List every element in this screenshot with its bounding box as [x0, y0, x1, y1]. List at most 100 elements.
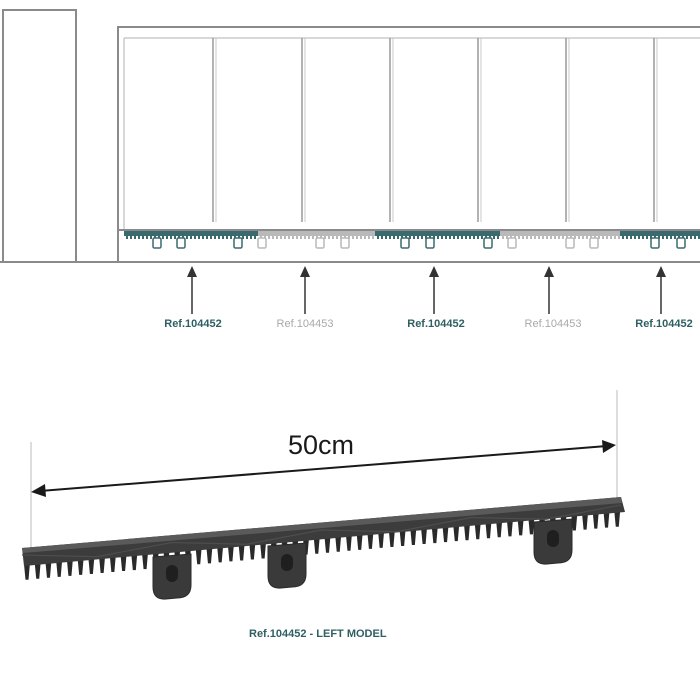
gate-rack-strip: [124, 231, 700, 249]
rack-tooth: [610, 236, 612, 239]
rack-tooth: [592, 512, 599, 529]
rack-tooth: [300, 236, 302, 239]
strip-mount-tab: [176, 237, 186, 249]
rack-tooth: [335, 535, 342, 552]
dimension-arrowhead-right: [602, 440, 616, 453]
dimension-label: 50cm: [288, 430, 355, 460]
rack-tooth: [352, 236, 354, 239]
rack-tooth: [249, 543, 256, 560]
mounting-tab-slot: [166, 565, 178, 582]
ref-label: Ref.104453: [276, 318, 334, 330]
ref-arrowhead: [300, 266, 310, 277]
rack-tooth: [130, 236, 132, 239]
rack-tooth: [389, 236, 391, 239]
rack-tooth: [461, 236, 463, 239]
rack-tooth: [340, 236, 342, 239]
rack-tooth: [146, 236, 148, 239]
rack-tooth: [497, 236, 499, 239]
rack-tooth: [550, 236, 552, 239]
rack-tooth: [227, 545, 234, 562]
strip-mount-tab: [425, 237, 435, 249]
rack-tooth: [150, 236, 152, 239]
rack-tooth: [421, 236, 423, 239]
rack-tooth: [530, 236, 532, 239]
strip-mount-tab: [257, 237, 267, 249]
rack-tooth: [364, 236, 366, 239]
rack-tooth: [421, 527, 427, 545]
rack-tooth: [582, 513, 588, 530]
rack-tooth: [238, 544, 245, 561]
rack-tooth: [313, 537, 320, 554]
rack-tooth: [445, 236, 447, 239]
sliding-gate-frame: [117, 26, 700, 262]
rack-tooth: [381, 236, 383, 239]
strip-mount-tab: [650, 237, 660, 249]
rack-tooth: [457, 236, 459, 239]
rack-tooth: [698, 236, 700, 239]
rack-tooth: [24, 563, 30, 580]
rack-tooth: [324, 236, 326, 239]
rack-tooth: [646, 236, 648, 239]
rack-tooth: [574, 236, 576, 239]
rack-tooth: [410, 528, 417, 546]
rack-tooth: [308, 236, 310, 239]
strip-mount-tab: [507, 237, 517, 249]
rack-tooth: [602, 236, 604, 239]
rack-tooth: [603, 511, 610, 528]
gate-panels: [212, 38, 658, 222]
rack-tooth: [477, 236, 479, 239]
rack-tooth: [336, 236, 338, 239]
fixed-panel: [2, 9, 77, 263]
rack-tooth: [522, 236, 524, 239]
rack-tooth: [442, 525, 449, 543]
ref-label: Ref.104452: [635, 318, 693, 330]
rack-tooth: [312, 236, 314, 239]
rack-tooth: [360, 236, 362, 239]
rack-tooth: [546, 236, 548, 239]
ref-label: Ref.104452: [407, 318, 465, 330]
rack-tooth: [328, 236, 330, 239]
ref-arrowhead: [429, 266, 439, 277]
rack-tooth: [528, 518, 535, 535]
gear-rack: [21, 497, 625, 600]
strip-mount-tab: [565, 237, 575, 249]
mounting-tabs: [152, 518, 573, 600]
rack-tooth: [626, 236, 628, 239]
mounting-tab-slot: [547, 530, 559, 547]
rack-tooth: [582, 236, 584, 239]
rack-rib-zigzag: [21, 504, 622, 558]
rack-tooth: [77, 558, 84, 575]
rack-top-face: [22, 497, 622, 553]
rack-caption: Ref.104452 - LEFT MODEL: [249, 628, 387, 640]
rack-tooth: [397, 236, 399, 239]
rack-tooth: [393, 236, 395, 239]
rack-tooth: [356, 533, 363, 550]
rack-tooth: [66, 559, 73, 576]
rack-tooth: [162, 236, 164, 239]
rack-tooth: [517, 519, 524, 536]
rack-tooth: [437, 236, 439, 239]
rack-tooth: [571, 514, 578, 531]
rack-tooth: [662, 236, 664, 239]
strip-mount-tab: [589, 237, 599, 249]
rack-tooth: [138, 236, 140, 239]
dimension-line: [39, 445, 608, 492]
rack-tooth: [190, 236, 192, 239]
rack-tooth: [614, 510, 621, 527]
strip-mount-tab: [152, 237, 162, 249]
rack-tooth: [280, 236, 282, 239]
ref-label: Ref.104452: [164, 318, 222, 330]
rack-tooth: [542, 236, 544, 239]
rack-tooth: [618, 236, 620, 239]
rack-tooth: [367, 532, 374, 549]
rack-tooth: [45, 561, 52, 578]
rack-tooth: [109, 555, 116, 573]
rack-tooth: [268, 236, 270, 239]
rack-tooth: [385, 236, 387, 239]
rack-tooth: [206, 547, 213, 564]
rack-tooth: [650, 236, 652, 239]
rack-tooth: [254, 236, 256, 239]
rack-tooth: [469, 236, 471, 239]
rack-tooth: [464, 523, 470, 541]
rack-tooth: [246, 236, 248, 239]
